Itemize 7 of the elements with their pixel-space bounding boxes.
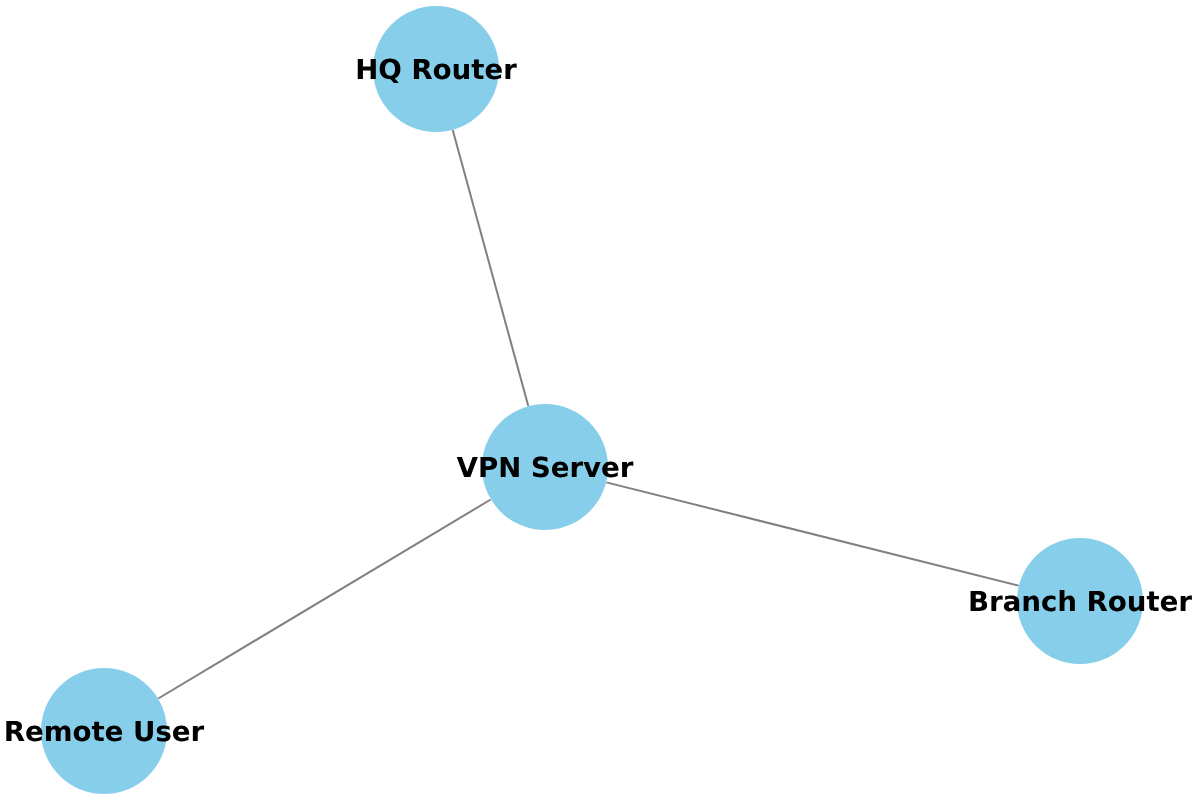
node-label: HQ Router <box>357 58 517 84</box>
node-label: Remote User <box>6 720 205 742</box>
connector-line <box>605 481 1020 587</box>
node-label: VPN Server <box>456 456 634 478</box>
connector-line <box>157 498 492 700</box>
connector-line <box>451 129 530 407</box>
node-label: Branch Router <box>970 590 1192 612</box>
